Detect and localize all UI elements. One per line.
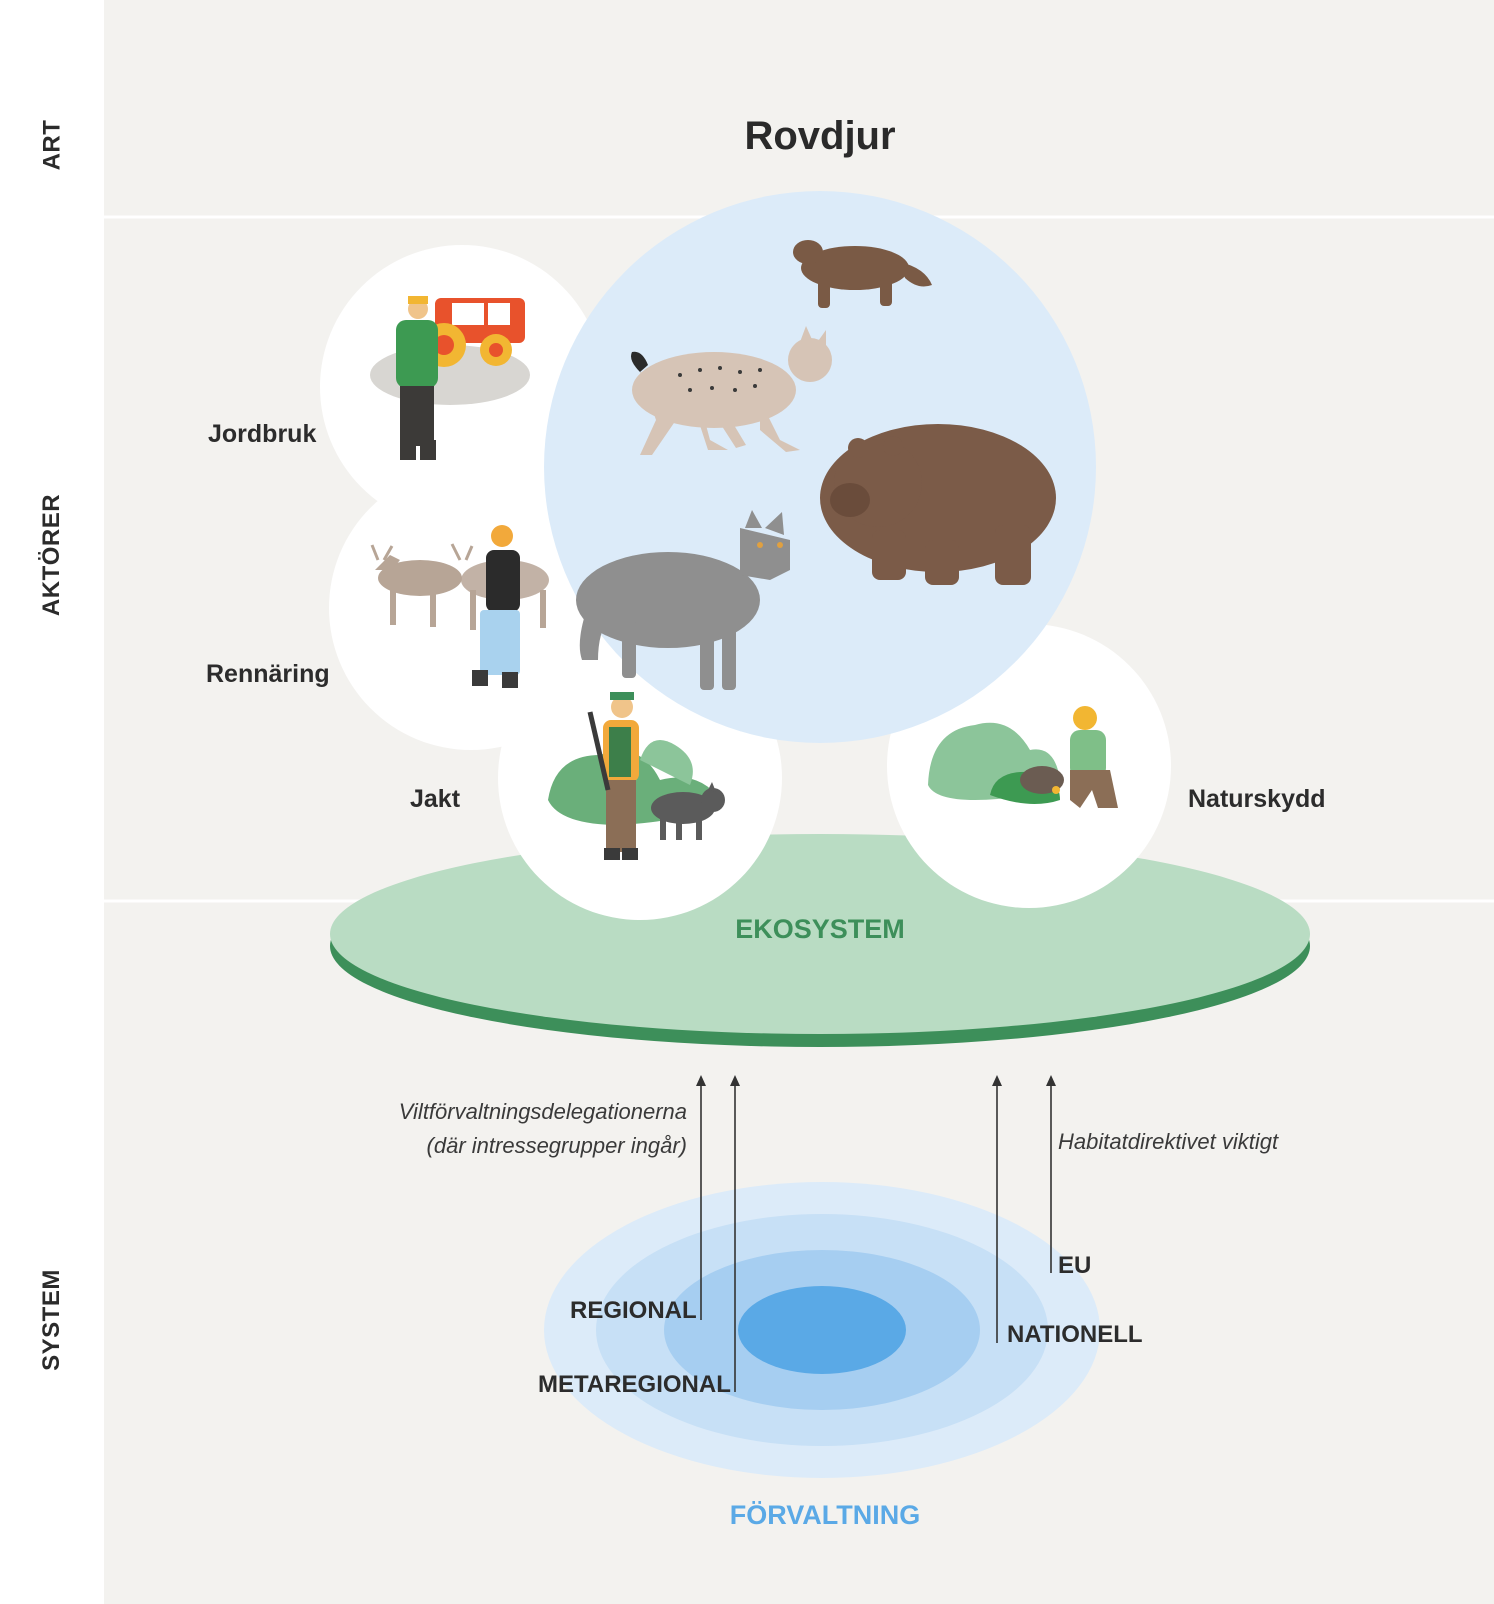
level-label-nationell: NATIONELL: [1007, 1321, 1143, 1349]
section-label-system: SYSTEM: [0, 1215, 104, 1425]
note-delegation-line1: Viltförvaltningsdelegationerna: [330, 1095, 687, 1129]
section-label-aktorer: AKTÖRER: [0, 450, 104, 660]
actor-label-naturskydd: Naturskydd: [1188, 785, 1326, 814]
note-habitat: Habitatdirektivet viktigt: [1058, 1125, 1278, 1159]
level-label-metaregional: METAREGIONAL: [538, 1371, 731, 1399]
note-delegation: Viltförvaltningsdelegationerna (där intr…: [330, 1095, 687, 1163]
actor-label-jordbruk: Jordbruk: [208, 420, 316, 449]
note-delegation-line2: (där intressegrupper ingår): [330, 1129, 687, 1163]
level-label-regional: REGIONAL: [570, 1297, 697, 1325]
actor-label-renmaring: Rennäring: [206, 660, 330, 689]
management-label: FÖRVALTNING: [700, 1500, 950, 1531]
actor-label-jakt: Jakt: [410, 785, 460, 814]
page-title: Rovdjur: [620, 114, 1020, 159]
section-label-art: ART: [0, 40, 104, 250]
level-label-eu: EU: [1058, 1252, 1091, 1280]
ecosystem-label: EKOSYSTEM: [700, 914, 940, 945]
